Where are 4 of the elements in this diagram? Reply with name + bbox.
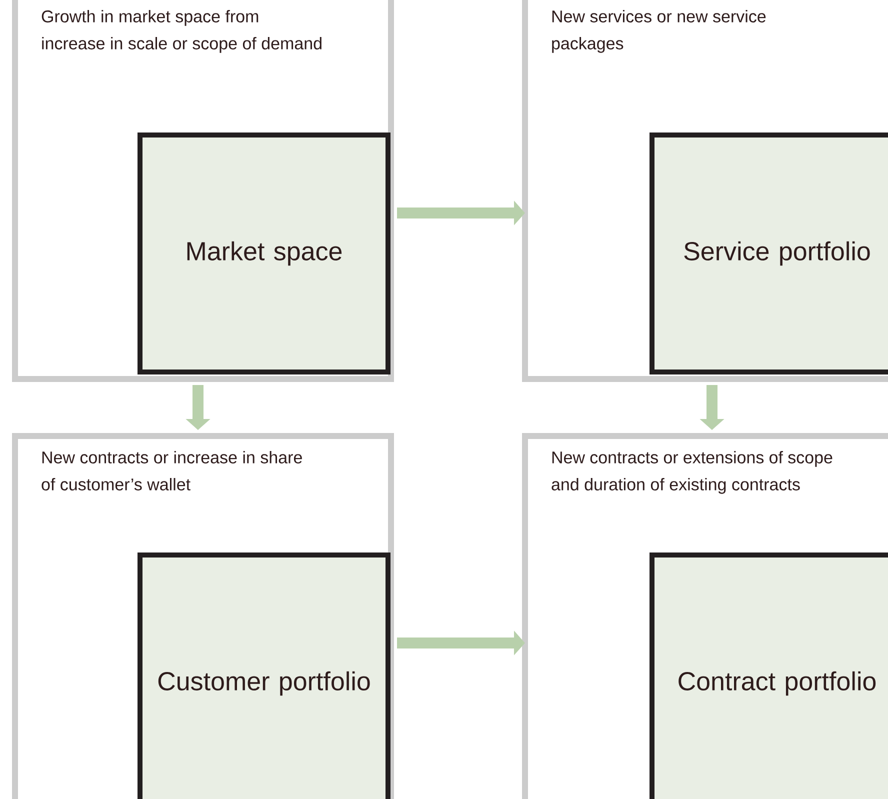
- inner-box: Market space: [138, 132, 390, 374]
- inner-box: Service portfolio: [650, 132, 888, 374]
- inner-box: Contract portfolio: [650, 552, 888, 799]
- inner-box: Customer portfolio: [138, 552, 390, 799]
